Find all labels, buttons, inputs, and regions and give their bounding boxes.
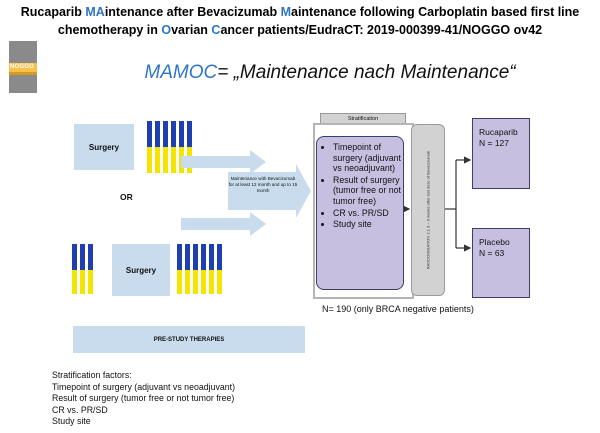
- factor-item: Study site: [52, 416, 91, 426]
- arm-rucaparib: Rucaparib N = 127: [472, 118, 530, 189]
- strat-item: CR vs. PR/SD: [333, 208, 403, 219]
- chemo-cycle-yellow: [201, 270, 206, 294]
- chemo-cycle-blue: [80, 244, 85, 270]
- title-line-1: Rucaparib MAintenance after Bevacizumab …: [20, 5, 580, 19]
- chemo-cycle-yellow: [217, 270, 222, 294]
- title-line-2: chemotherapy in Ovarian Cancer patients/…: [57, 23, 543, 37]
- strat-item: Result of surgery (tumor free or not tum…: [333, 175, 403, 207]
- total-patients: N= 190 (only BRCA negative patients): [322, 304, 474, 314]
- chemo-cycle-blue: [185, 244, 190, 270]
- chemo-cycle-yellow: [193, 270, 198, 294]
- acronym-name: MAMOC: [144, 62, 218, 83]
- arm-count: N = 127: [479, 138, 510, 148]
- prestudy-therapies-bar: PRE-STUDY THERAPIES: [73, 326, 305, 353]
- arrow-top-to-maintenance: [181, 150, 266, 174]
- chemo-cycle-yellow: [155, 147, 160, 173]
- chemo-cycle-blue: [201, 244, 206, 270]
- randomisation-label: RANDOMISATION 2:1 3 – 9 weeks after last…: [425, 150, 431, 270]
- chemo-cycle-blue: [177, 244, 182, 270]
- arm-placebo: Placebo N = 63: [472, 228, 530, 298]
- chemo-cycle-blue: [72, 244, 77, 270]
- acronym-expansion: = „Maintenance nach Maintenance“: [217, 62, 516, 83]
- chemo-cycle-blue: [187, 121, 192, 147]
- strat-item: Study site: [333, 219, 403, 230]
- chemo-cycle-yellow: [88, 270, 93, 294]
- chemo-cycle-blue: [163, 121, 168, 147]
- strat-item: Timepoint of surgery (adjuvant vs neoadj…: [333, 142, 403, 174]
- acronym-heading: MAMOC= „Maintenance nach Maintenance“: [60, 62, 600, 84]
- chemo-cycle-yellow: [147, 147, 152, 173]
- page-title: Rucaparib MAintenance after Bevacizumab …: [8, 3, 592, 39]
- maintenance-arrow: [228, 164, 311, 218]
- chemo-cycle-blue: [217, 244, 222, 270]
- maintenance-label: Maintenance with Bevacizumab for at leas…: [228, 176, 298, 193]
- chemo-cycle-blue: [193, 244, 198, 270]
- chemo-cycle-yellow: [177, 270, 182, 294]
- chemo-cycle-blue: [171, 121, 176, 147]
- chemo-cycle-blue: [209, 244, 214, 270]
- factors-heading: Stratification factors:: [52, 370, 132, 380]
- factor-item: Timepoint of surgery (adjuvant vs neoadj…: [52, 381, 236, 392]
- chemo-cycle-yellow: [171, 147, 176, 173]
- arm-name: Placebo: [479, 237, 510, 247]
- chemo-cycles-bottom: [72, 244, 222, 294]
- chemo-cycle-yellow: [185, 270, 190, 294]
- arm-name: Rucaparib: [479, 127, 518, 137]
- noggo-logo: NOGGO: [9, 41, 37, 93]
- factor-item: Result of surgery (tumor free or not tum…: [52, 393, 235, 403]
- chemo-cycle-blue: [147, 121, 152, 147]
- chemo-cycle-yellow: [163, 147, 168, 173]
- chemo-cycle-blue: [179, 121, 184, 147]
- chemo-cycle-blue: [88, 244, 93, 270]
- chemo-cycle-blue: [155, 121, 160, 147]
- arm-count: N = 63: [479, 248, 505, 258]
- chemo-cycle-yellow: [72, 270, 77, 294]
- arrow-bottom-to-maintenance: [181, 212, 266, 236]
- randomisation-box: RANDOMISATION 2:1 3 – 9 weeks after last…: [411, 124, 445, 296]
- or-label: OR: [120, 192, 133, 202]
- stratification-box: Timepoint of surgery (adjuvant vs neoadj…: [316, 136, 404, 290]
- surgery-box-top: Surgery: [74, 124, 134, 170]
- factor-item: CR vs. PR/SD: [52, 404, 108, 415]
- surgery-box-bottom: Surgery: [112, 244, 170, 296]
- stratification-factors: Stratification factors: Timepoint of sur…: [52, 370, 235, 428]
- chemo-cycle-yellow: [209, 270, 214, 294]
- chemo-cycle-yellow: [80, 270, 85, 294]
